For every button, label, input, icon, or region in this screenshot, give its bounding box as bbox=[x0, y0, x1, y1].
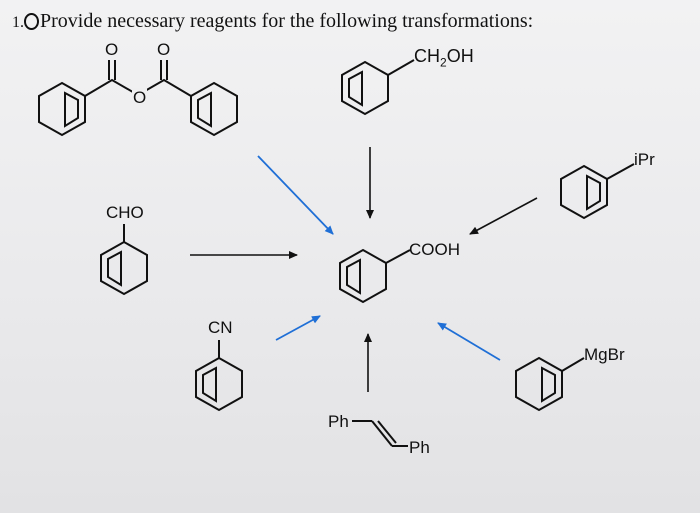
ch2oh-end: OH bbox=[446, 46, 474, 66]
stilbene-structure bbox=[352, 420, 408, 447]
cooh-label: COOH bbox=[409, 240, 460, 259]
benzonitrile-structure bbox=[195, 340, 243, 412]
ipr-label: iPr bbox=[634, 150, 655, 169]
ring-double-bonds bbox=[346, 258, 361, 295]
arrow-isopropylbenzene bbox=[469, 197, 538, 235]
bridging-oxygen: O bbox=[132, 88, 148, 108]
arrow-grignard bbox=[437, 322, 501, 361]
question-heading: 1. Provide necessary reagents for the fol… bbox=[12, 10, 533, 33]
benzene-ring bbox=[195, 356, 243, 412]
ring-double-bonds bbox=[348, 70, 363, 107]
cn-label: CN bbox=[208, 318, 233, 337]
ch2oh-main: CH bbox=[414, 46, 440, 66]
ring-double-bonds bbox=[541, 366, 556, 403]
arrow-benzonitrile bbox=[275, 315, 321, 341]
ring-double-bonds bbox=[586, 174, 601, 211]
carbonyl-oxygen-right: O bbox=[157, 40, 171, 59]
mgbr-label: MgBr bbox=[584, 345, 625, 364]
question-text: Provide necessary reagents for the follo… bbox=[40, 10, 534, 32]
ch2oh-label: CH2OH bbox=[414, 46, 474, 70]
phenyl-left-label: Ph bbox=[328, 412, 349, 431]
question-number: 1. bbox=[12, 14, 24, 31]
circle-mark bbox=[24, 13, 39, 30]
carbonyl-oxygen-left: O bbox=[105, 40, 119, 59]
arrows bbox=[190, 147, 538, 392]
benzoic-acid-structure bbox=[339, 248, 411, 304]
isopropylbenzene-structure bbox=[560, 163, 635, 220]
benzene-ring bbox=[100, 240, 148, 296]
ring-double-bonds bbox=[202, 366, 217, 403]
arrow-anhydride bbox=[257, 155, 334, 235]
ch2oh-subscript: 2 bbox=[440, 55, 447, 70]
ring-double-bonds bbox=[197, 91, 212, 128]
benzyl-alcohol-structure bbox=[341, 59, 415, 116]
cho-label: CHO bbox=[106, 203, 144, 222]
grignard-structure bbox=[515, 356, 585, 412]
ring-double-bonds bbox=[64, 91, 79, 128]
anhydride-structure bbox=[38, 60, 238, 137]
phenyl-right-label: Ph bbox=[409, 438, 430, 457]
benzaldehyde-structure bbox=[100, 224, 148, 296]
ring-double-bonds bbox=[107, 250, 122, 287]
